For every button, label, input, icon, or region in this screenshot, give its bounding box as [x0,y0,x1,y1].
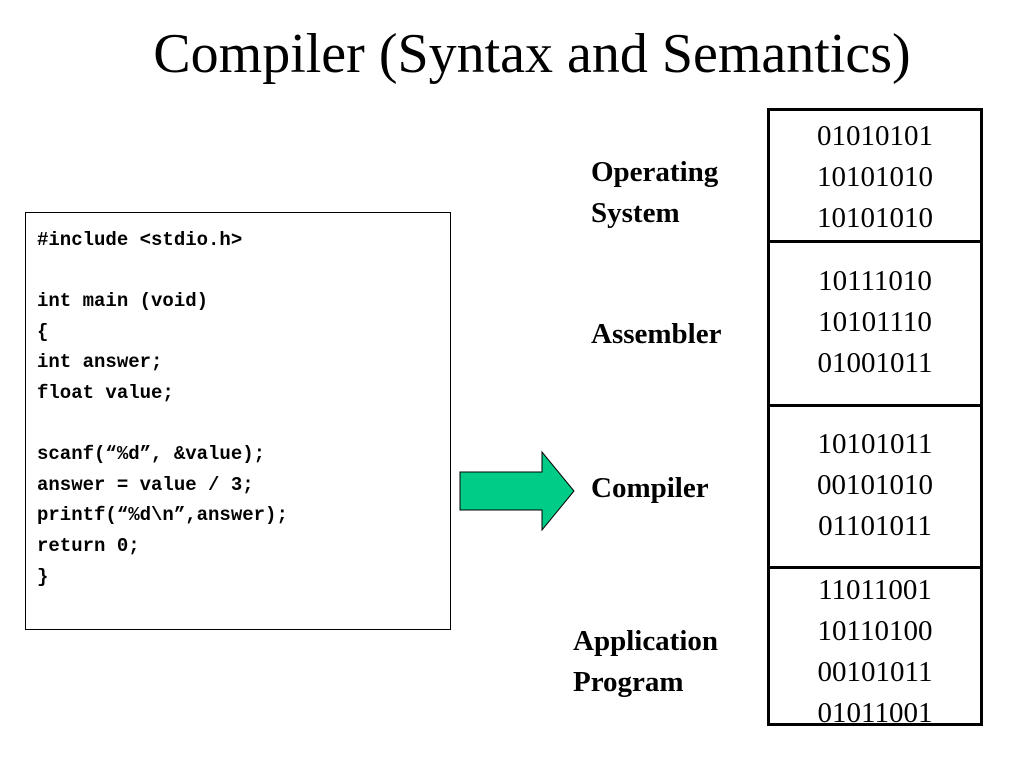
code-line: answer = value / 3; [37,473,254,496]
code-line: #include <stdio.h> [37,229,243,251]
label-compiler: Compiler [591,472,709,504]
label-assembler: Assembler [591,318,722,350]
source-code-box [25,212,451,630]
label-operating-system: Operating System [591,156,719,229]
memory-stack: 01010101 10101010 10101010 10111010 1010… [767,108,983,729]
memory-block-assembler: 10111010 10101110 01001011 [770,240,980,404]
code-line: int main (void) [37,290,209,313]
right-arrow-icon [459,450,575,532]
code-line: return 0; [37,534,140,557]
code-line: { [37,320,49,343]
code-line: scanf(“%d”, &value); [37,443,266,466]
memory-block-application-program: 11011001 10110100 00101011 01011001 [770,566,980,729]
code-line [37,409,288,440]
source-code: #include <stdio.h> int main (void) { int a… [37,225,288,592]
code-line: printf(“%d\n”,answer); [37,504,288,527]
code-line: } [37,565,49,588]
label-application-program: Application Program [573,625,719,698]
slide-title: Compiler (Syntax and Semantics) [153,23,911,85]
code-line: float value; [37,381,174,404]
code-line: int answer; [37,351,163,374]
memory-block-operating-system: 01010101 10101010 10101010 [817,120,933,234]
memory-block-compiler: 10101011 00101010 01101011 [770,404,980,566]
code-line [37,256,288,287]
